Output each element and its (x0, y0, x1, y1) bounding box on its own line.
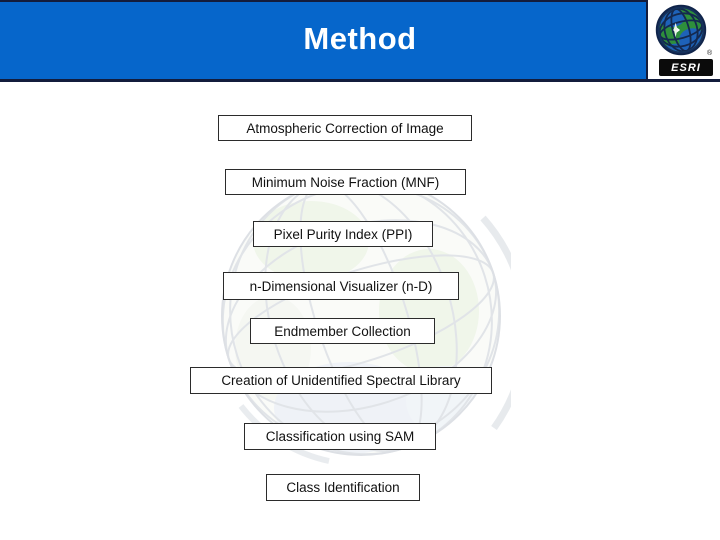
flow-step-sam-classification: Classification using SAM (244, 423, 436, 450)
flow-step-endmember-collection: Endmember Collection (250, 318, 435, 344)
flow-step-spectral-library: Creation of Unidentified Spectral Librar… (190, 367, 492, 394)
registered-mark: ® (707, 50, 713, 57)
esri-wordmark: ESRI (659, 59, 713, 76)
globe-watermark-icon (221, 176, 511, 464)
flow-step-mnf: Minimum Noise Fraction (MNF) (225, 169, 466, 195)
header-divider (0, 79, 720, 82)
header-bar (0, 0, 648, 79)
flow-step-ppi: Pixel Purity Index (PPI) (253, 221, 433, 247)
flow-step-atmospheric-correction: Atmospheric Correction of Image (218, 115, 472, 141)
esri-globe-icon (655, 4, 707, 56)
esri-wordmark-label: ESRI (671, 61, 701, 74)
flow-step-nd-visualizer: n-Dimensional Visualizer (n-D) (223, 272, 459, 300)
flow-step-class-identification: Class Identification (266, 474, 420, 501)
logo-panel: ® ESRI (648, 0, 720, 79)
page-title: Method (303, 21, 417, 56)
